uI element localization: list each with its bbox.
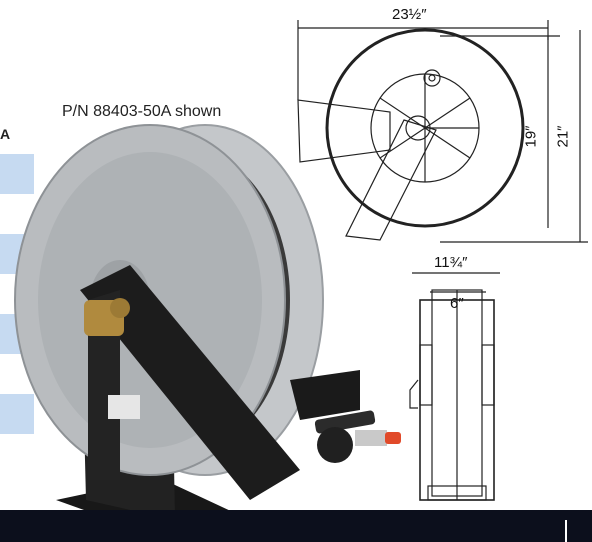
- product-caption: P/N 88403-50A shown: [62, 103, 222, 120]
- blue-tab-1: [0, 154, 34, 194]
- hose-coupler: [355, 430, 387, 446]
- dim-label-width: 23½″: [392, 6, 427, 23]
- front-view-mount: [297, 99, 391, 163]
- front-view-flange: [325, 28, 525, 228]
- reel-leg-front: [88, 290, 120, 480]
- reel-arm: [80, 265, 300, 500]
- front-view-arm: [345, 119, 437, 241]
- dim-label-side-outer: 11¾″: [434, 254, 468, 271]
- hose-guide: [290, 370, 360, 420]
- footer-divider: [565, 520, 567, 542]
- dim-label-side-inner: 6″: [450, 295, 464, 312]
- hose-cap-red: [385, 432, 401, 444]
- blue-tab-4: [0, 394, 34, 434]
- side-view: [409, 272, 500, 501]
- section-letter: A: [0, 126, 11, 142]
- hose-stop-ball: [317, 427, 353, 463]
- dim-label-height-outer: 21″: [554, 125, 572, 148]
- reel-label-sticker: [108, 395, 140, 419]
- footer-band: [0, 510, 592, 542]
- dim-label-height-inner: 19″: [522, 125, 540, 148]
